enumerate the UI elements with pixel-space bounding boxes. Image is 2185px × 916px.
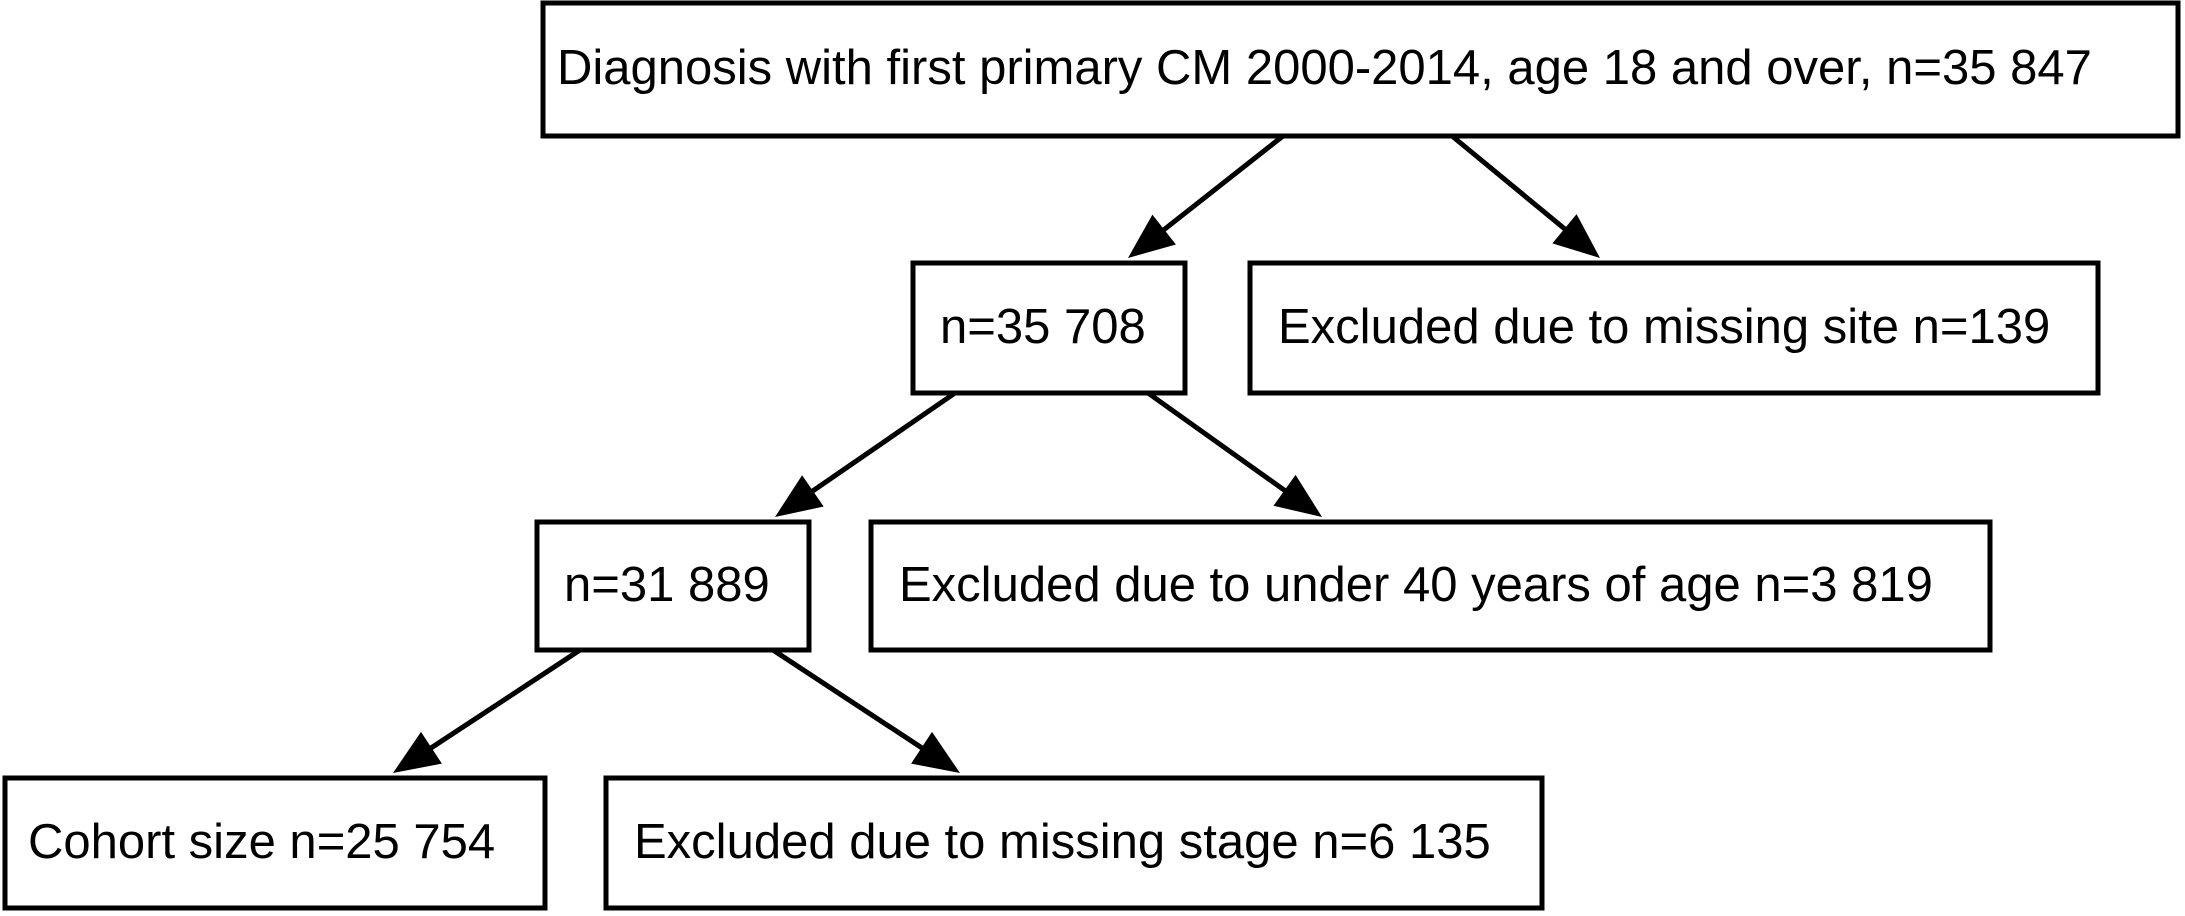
node-box [540,0,2181,139]
node-box [868,519,1993,653]
arrow-head-icon [1552,214,1600,258]
edge-line [1450,134,1573,236]
node-source-population: Diagnosis with first primary CM 2000-201… [540,0,2181,139]
node-box [603,775,1545,911]
edge-line [1146,390,1293,498]
node-label: Cohort size n=25 754 [28,815,495,869]
edge-n2-to-n4 [775,390,957,517]
edge-line [804,390,957,498]
node-box [534,519,812,653]
edge-n1-to-n3 [1450,134,1600,258]
arrow-head-icon [393,731,442,773]
node-label: Diagnosis with first primary CM 2000-201… [557,41,2092,95]
edge-n1-to-n2 [1128,134,1285,258]
arrow-head-icon [1128,214,1176,258]
edge-line [423,647,582,755]
edges-layer [393,134,1600,773]
node-included-after-site: n=35 708 [910,260,1188,396]
node-label: Excluded due to missing site n=139 [1278,300,2050,354]
node-box [910,260,1188,396]
node-label: n=35 708 [940,300,1146,354]
arrow-head-icon [1273,474,1322,517]
edge-n4-to-n6 [393,647,582,773]
arrow-head-icon [775,475,824,517]
node-excluded-under-40: Excluded due to under 40 years of age n=… [868,519,1993,653]
arrow-head-icon [911,731,960,773]
edge-line [771,647,930,755]
edge-n2-to-n5 [1146,390,1322,517]
node-box [1247,260,2101,396]
node-excluded-missing-stage: Excluded due to missing stage n=6 135 [603,775,1545,911]
node-label: Excluded due to missing stage n=6 135 [634,815,1491,869]
node-excluded-missing-site: Excluded due to missing site n=139 [1247,260,2101,396]
edge-line [1156,134,1285,237]
node-label: Excluded due to under 40 years of age n=… [899,558,1933,612]
node-final-cohort: Cohort size n=25 754 [2,775,548,911]
node-label: n=31 889 [564,558,770,612]
edge-n4-to-n7 [771,647,960,773]
node-box [2,775,548,911]
node-included-after-age: n=31 889 [534,519,812,653]
